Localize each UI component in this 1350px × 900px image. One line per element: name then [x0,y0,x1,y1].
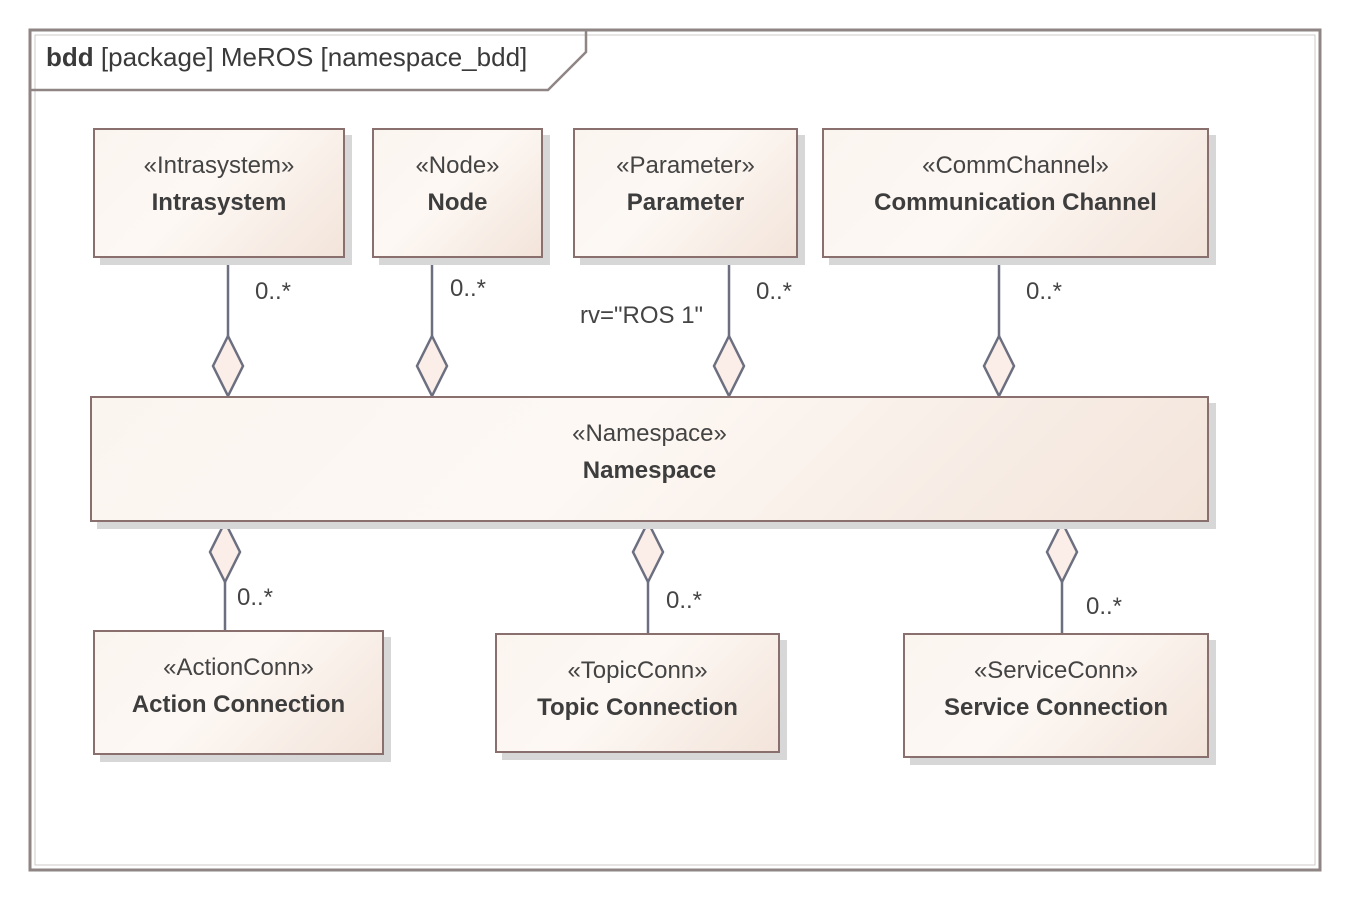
multiplicity-parameter: 0..* [756,278,793,305]
block-topic-conn[interactable]: «TopicConn» Topic Connection [495,633,780,753]
aggregation-diamond [982,333,1016,399]
multiplicity-topic-conn: 0..* [666,587,703,614]
block-name: Namespace [582,457,717,484]
aggregation-diamond [415,333,449,399]
block-node[interactable]: «Node» Node [372,128,543,258]
multiplicity-intrasystem: 0..* [255,278,292,305]
connector-service-conn[interactable] [1045,519,1079,633]
multiplicity-comm-channel: 0..* [1026,278,1063,305]
connector-action-conn[interactable] [208,519,242,630]
aggregation-diamond [211,333,245,399]
multiplicity-action-conn: 0..* [237,584,274,611]
block-stereotype: «ActionConn» [163,654,314,681]
block-service-conn[interactable]: «ServiceConn» Service Connection [903,633,1209,758]
block-stereotype: «Namespace» [572,420,727,447]
frame-title-text: [package] MeROS [namespace_bdd] [100,42,528,72]
block-name: Action Connection [131,691,346,718]
frame-title: bdd [package] MeROS [namespace_bdd] [46,42,527,73]
block-stereotype: «Parameter» [616,152,755,179]
aggregation-diamond [631,519,665,585]
aggregation-diamond [712,333,746,399]
aggregation-diamond [208,519,242,585]
block-name: Intrasystem [151,189,287,216]
block-intrasystem[interactable]: «Intrasystem» Intrasystem [93,128,345,258]
frame [28,28,1322,872]
block-name: Communication Channel [874,189,1157,216]
connector-node[interactable] [415,258,449,399]
parameter-note: rv="ROS 1" [580,302,704,329]
block-action-conn[interactable]: «ActionConn» Action Connection [93,630,384,755]
connector-topic-conn[interactable] [631,519,665,633]
block-stereotype: «TopicConn» [567,657,708,684]
block-parameter[interactable]: «Parameter» Parameter [573,128,798,258]
connector-parameter[interactable] [712,258,746,399]
block-stereotype: «CommChannel» [922,152,1109,179]
connector-intrasystem[interactable] [211,258,245,399]
block-comm-channel[interactable]: «CommChannel» Communication Channel [822,128,1209,258]
aggregation-diamond [1045,519,1079,585]
block-name: Topic Connection [537,694,738,721]
frame-kind: bdd [46,42,94,72]
block-namespace[interactable]: «Namespace» Namespace [90,396,1209,522]
multiplicity-node: 0..* [450,275,487,302]
multiplicity-service-conn: 0..* [1086,593,1123,620]
block-name: Service Connection [943,694,1169,721]
block-stereotype: «Node» [415,152,500,179]
block-stereotype: «Intrasystem» [143,152,295,179]
block-name: Node [427,189,488,216]
block-stereotype: «ServiceConn» [973,657,1139,684]
block-name: Parameter [626,189,745,216]
connector-comm-channel[interactable] [982,258,1016,399]
